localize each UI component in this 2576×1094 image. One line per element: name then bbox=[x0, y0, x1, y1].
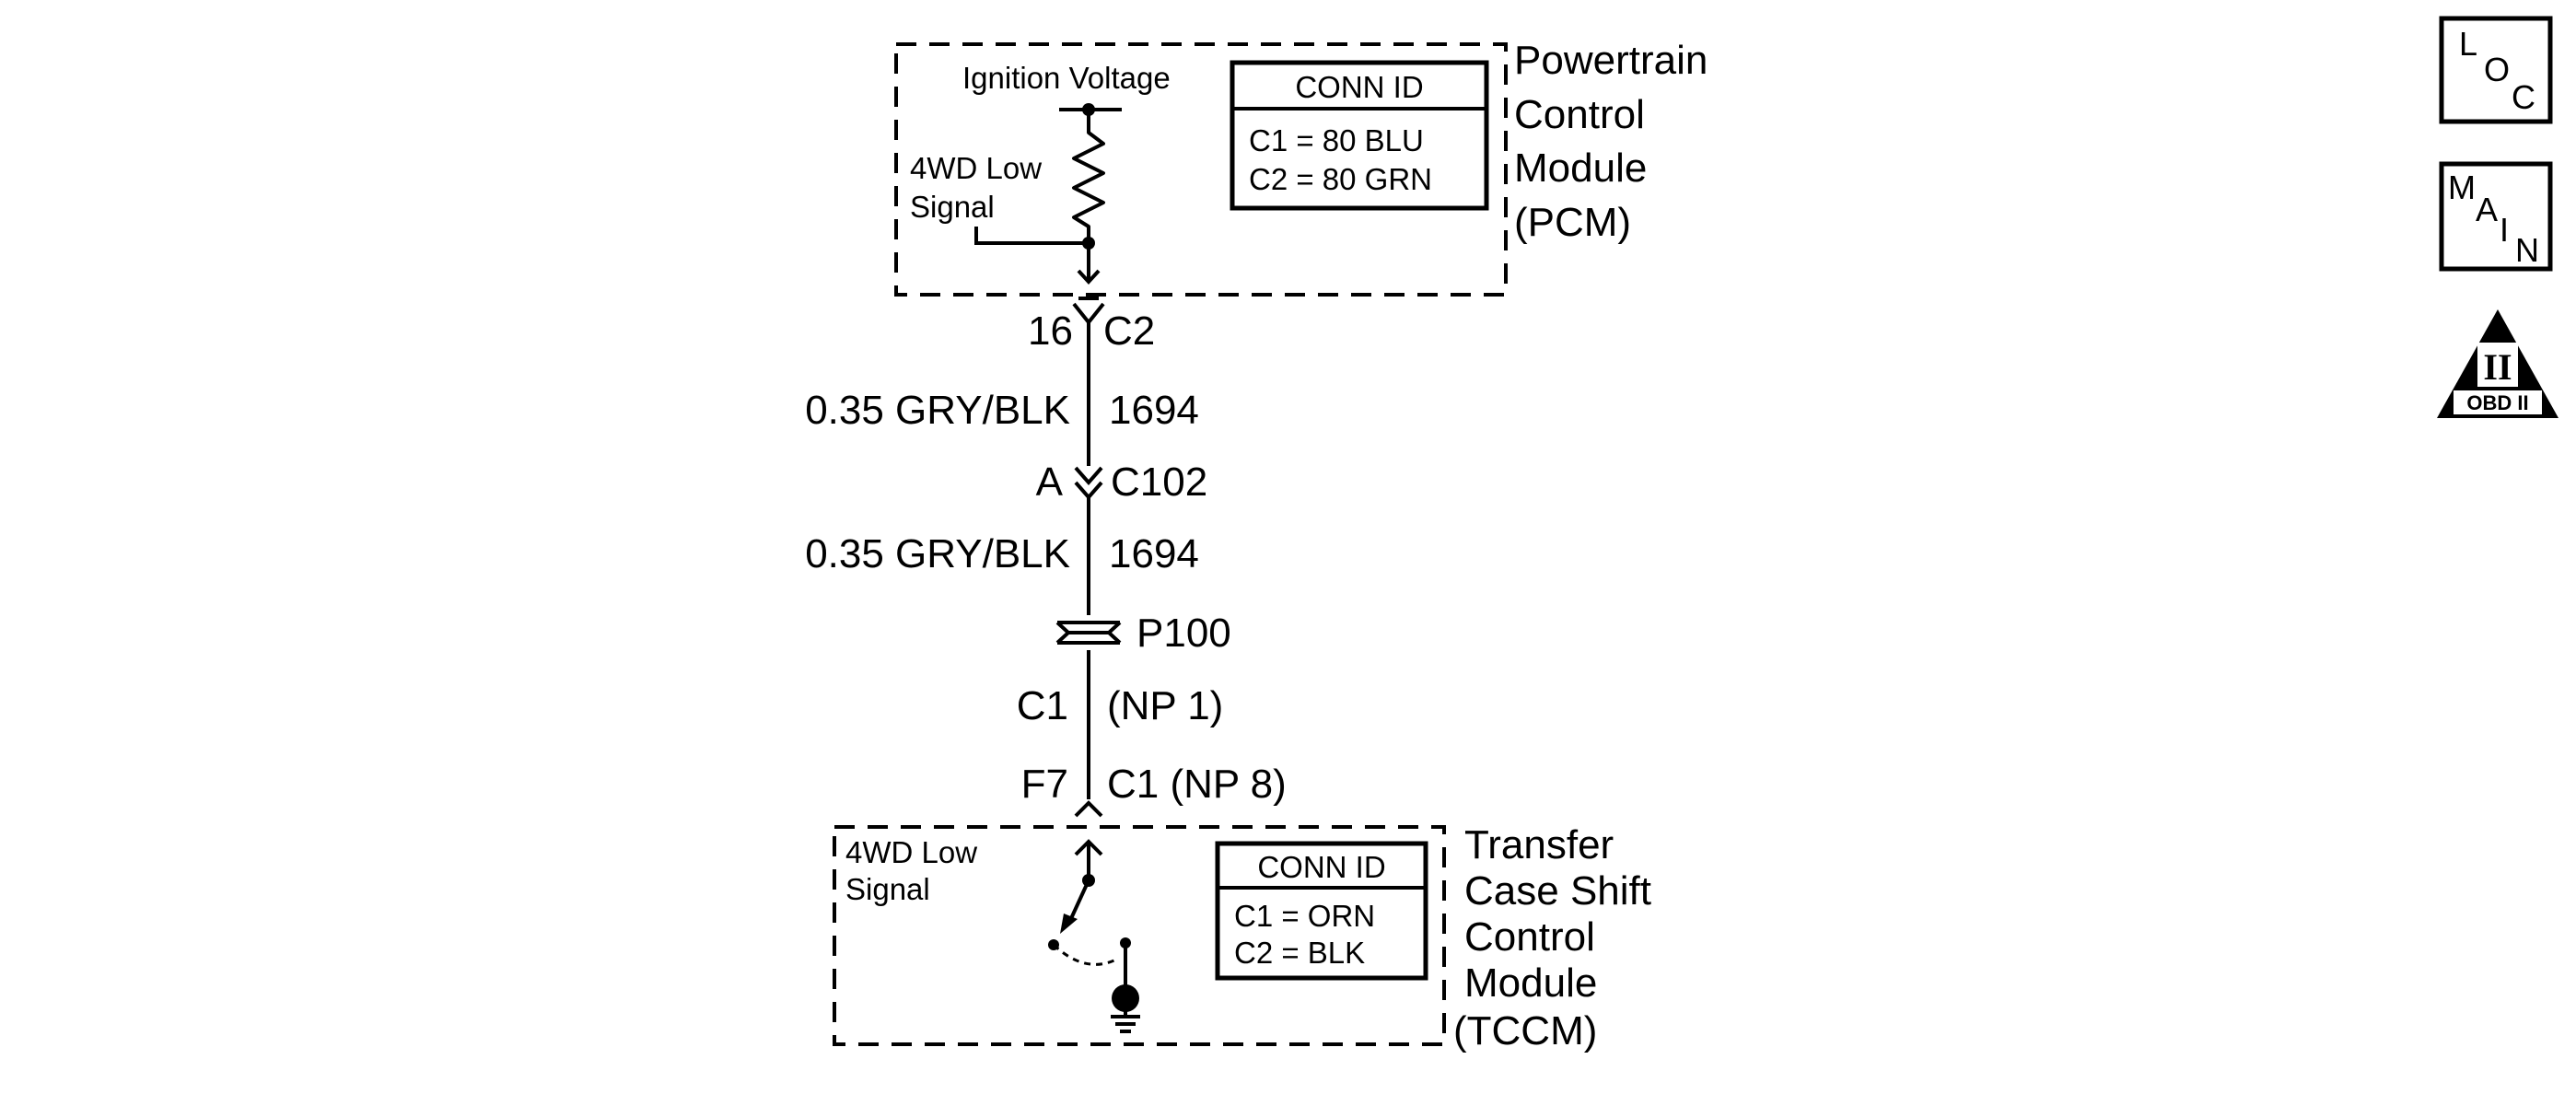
pcm-pin-label: 16 bbox=[1028, 308, 1073, 354]
ground-icon bbox=[1111, 1011, 1140, 1033]
wire1-circuit-number: 1694 bbox=[1109, 388, 1199, 433]
obd-caption: OBD II bbox=[2466, 391, 2528, 414]
pcm-connector-label: C2 bbox=[1103, 308, 1155, 354]
tccm-pin-label: F7 bbox=[1021, 762, 1068, 807]
tccm-signal-label-line-2: Signal bbox=[845, 872, 930, 906]
pcm-conn-id-title: CONN ID bbox=[1295, 70, 1423, 104]
tccm-module: 4WD Low Signal CONN ID C1 = ORN C2 = BLK… bbox=[833, 822, 1651, 1053]
main-letter-4: N bbox=[2515, 231, 2539, 269]
pcm-dashed-boundary bbox=[894, 42, 1508, 297]
pcm-name-line-4: (PCM) bbox=[1514, 200, 1631, 245]
wire2-gauge-color: 0.35 GRY/BLK bbox=[805, 531, 1070, 576]
wire2-circuit-number: 1694 bbox=[1109, 531, 1199, 576]
switch-arrow-icon bbox=[1060, 914, 1078, 934]
pcm-signal-label-line-2: Signal bbox=[910, 190, 995, 224]
tccm-conn-id-table: CONN ID C1 = ORN C2 = BLK bbox=[1215, 841, 1428, 981]
loc-letter-1: L bbox=[2459, 25, 2477, 63]
pcm-name-line-3: Module bbox=[1514, 145, 1647, 191]
p100-passthrough-grommet-icon bbox=[1055, 621, 1122, 645]
pcm-signal-label-line-1: 4WD Low bbox=[910, 151, 1042, 185]
inline-pin-label: A bbox=[1036, 460, 1064, 505]
tccm-name-line-3: Control bbox=[1464, 914, 1595, 960]
main-letter-2: A bbox=[2476, 191, 2498, 228]
tccm-dashed-boundary bbox=[833, 825, 1446, 1046]
tccm-connector-label: C1 (NP 8) bbox=[1107, 762, 1287, 807]
loc-nav-icon[interactable]: L O C bbox=[2439, 16, 2553, 124]
main-letter-1: M bbox=[2448, 169, 2476, 206]
ground-node bbox=[1112, 984, 1139, 1012]
main-letter-3: I bbox=[2500, 211, 2509, 249]
tccm-conn-row-2: C2 = BLK bbox=[1234, 936, 1365, 970]
splice-label: P100 bbox=[1136, 611, 1231, 656]
main-nav-icon[interactable]: M A I N bbox=[2439, 161, 2553, 272]
loc-letter-2: O bbox=[2484, 51, 2510, 88]
wire1-gauge-color: 0.35 GRY/BLK bbox=[805, 388, 1070, 433]
pullup-resistor-symbol bbox=[1072, 110, 1105, 243]
tccm-name-line-5: (TCCM) bbox=[1453, 1008, 1597, 1053]
pcm-name-line-1: Powertrain bbox=[1514, 38, 1708, 83]
pcm-name-line-2: Control bbox=[1514, 92, 1645, 137]
tccm-conn-row-1: C1 = ORN bbox=[1234, 899, 1375, 933]
obd-numeral: II bbox=[2483, 346, 2512, 388]
tccm-connector-chevron-icon bbox=[1074, 800, 1103, 818]
pcm-module: Ignition Voltage 4WD Low Signal CONN ID … bbox=[894, 38, 1708, 297]
inline-connector-label: C102 bbox=[1111, 460, 1207, 505]
tccm-name-line-2: Case Shift bbox=[1464, 868, 1651, 914]
pcm-terminal-chevron-icon bbox=[1077, 269, 1101, 285]
pcm-conn-row-2: C2 = 80 GRN bbox=[1249, 162, 1432, 196]
pcm-ignition-label: Ignition Voltage bbox=[962, 61, 1171, 95]
pcm-conn-row-1: C1 = 80 BLU bbox=[1249, 123, 1424, 157]
pcm-signal-trace bbox=[974, 227, 1089, 245]
loc-letter-3: C bbox=[2512, 78, 2535, 116]
tccm-name-line-4: Module bbox=[1464, 960, 1597, 1006]
c2-connector-fork-icon bbox=[1072, 302, 1105, 326]
tccm-signal-label-line-1: 4WD Low bbox=[845, 835, 977, 869]
lower-right-label: (NP 1) bbox=[1107, 683, 1223, 728]
switch-mechanical-link bbox=[1052, 943, 1117, 966]
signal-circuit: 16 C2 0.35 GRY/BLK 1694 A C102 0.35 GRY/… bbox=[805, 297, 1287, 818]
obd-ii-icon[interactable]: II OBD II bbox=[2437, 309, 2559, 418]
tccm-conn-id-title: CONN ID bbox=[1257, 850, 1385, 884]
c102-female-chevron-icon bbox=[1074, 466, 1103, 486]
tccm-name-line-1: Transfer bbox=[1464, 822, 1614, 867]
pcm-conn-id-table: CONN ID C1 = 80 BLU C2 = 80 GRN bbox=[1230, 60, 1489, 211]
lower-left-label: C1 bbox=[1017, 683, 1068, 728]
